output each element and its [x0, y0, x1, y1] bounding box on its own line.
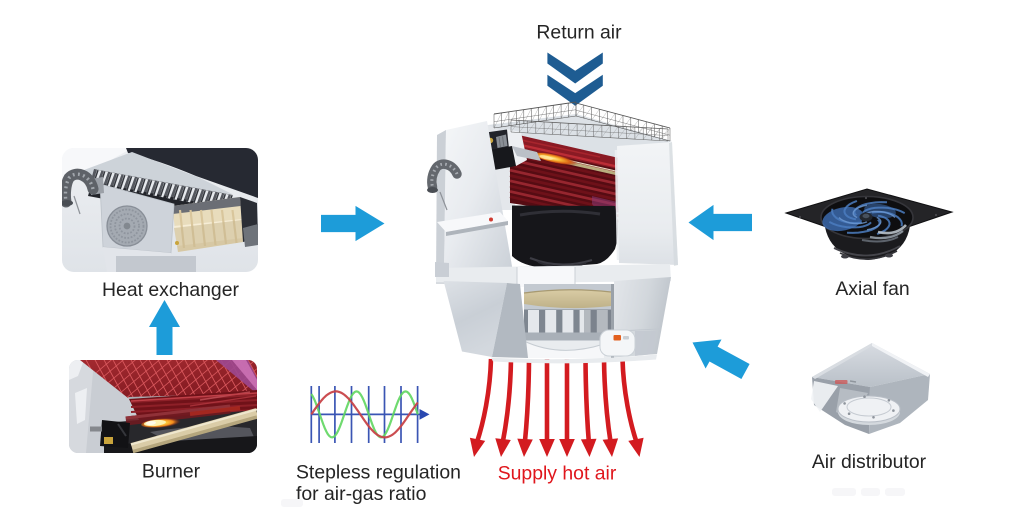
svg-text:Return air: Return air	[536, 22, 622, 44]
svg-text:Axial fan: Axial fan	[835, 278, 909, 300]
svg-text:for air-gas ratio: for air-gas ratio	[296, 483, 426, 505]
svg-text:Supply hot air: Supply hot air	[498, 463, 617, 485]
svg-text:Heat exchanger: Heat exchanger	[102, 279, 239, 301]
svg-text:Burner: Burner	[142, 461, 201, 483]
svg-text:Air distributor: Air distributor	[812, 451, 927, 473]
svg-text:Stepless regulation: Stepless regulation	[296, 462, 461, 484]
